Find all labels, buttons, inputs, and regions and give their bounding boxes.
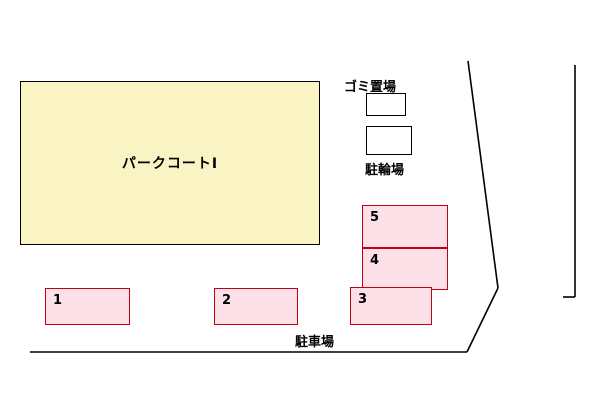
parking-space-2-number: 2 bbox=[222, 293, 232, 308]
parking-space-2: 2 bbox=[214, 288, 298, 325]
parking-area-label: 駐車場 bbox=[295, 335, 335, 350]
garbage-area-box bbox=[366, 93, 406, 116]
garbage-area-label: ゴミ置場 bbox=[344, 80, 397, 95]
bicycle-parking-box bbox=[366, 126, 412, 155]
parking-space-3-number: 3 bbox=[358, 292, 368, 307]
building-label: パークコートⅠ bbox=[121, 156, 219, 172]
bicycle-parking-label: 駐輪場 bbox=[365, 163, 405, 178]
parking-space-1: 1 bbox=[45, 288, 130, 325]
parking-space-3: 3 bbox=[350, 287, 432, 325]
parking-space-1-number: 1 bbox=[53, 293, 63, 308]
parking-space-4-number: 4 bbox=[370, 253, 380, 268]
building-parkcourt: パークコートⅠ bbox=[20, 81, 320, 245]
parking-space-5: 5 bbox=[362, 205, 448, 248]
road-line-diagonal-lower bbox=[466, 287, 499, 353]
parking-space-4: 4 bbox=[362, 248, 448, 290]
road-line-diagonal-upper bbox=[467, 60, 499, 289]
parking-space-5-number: 5 bbox=[370, 210, 380, 225]
